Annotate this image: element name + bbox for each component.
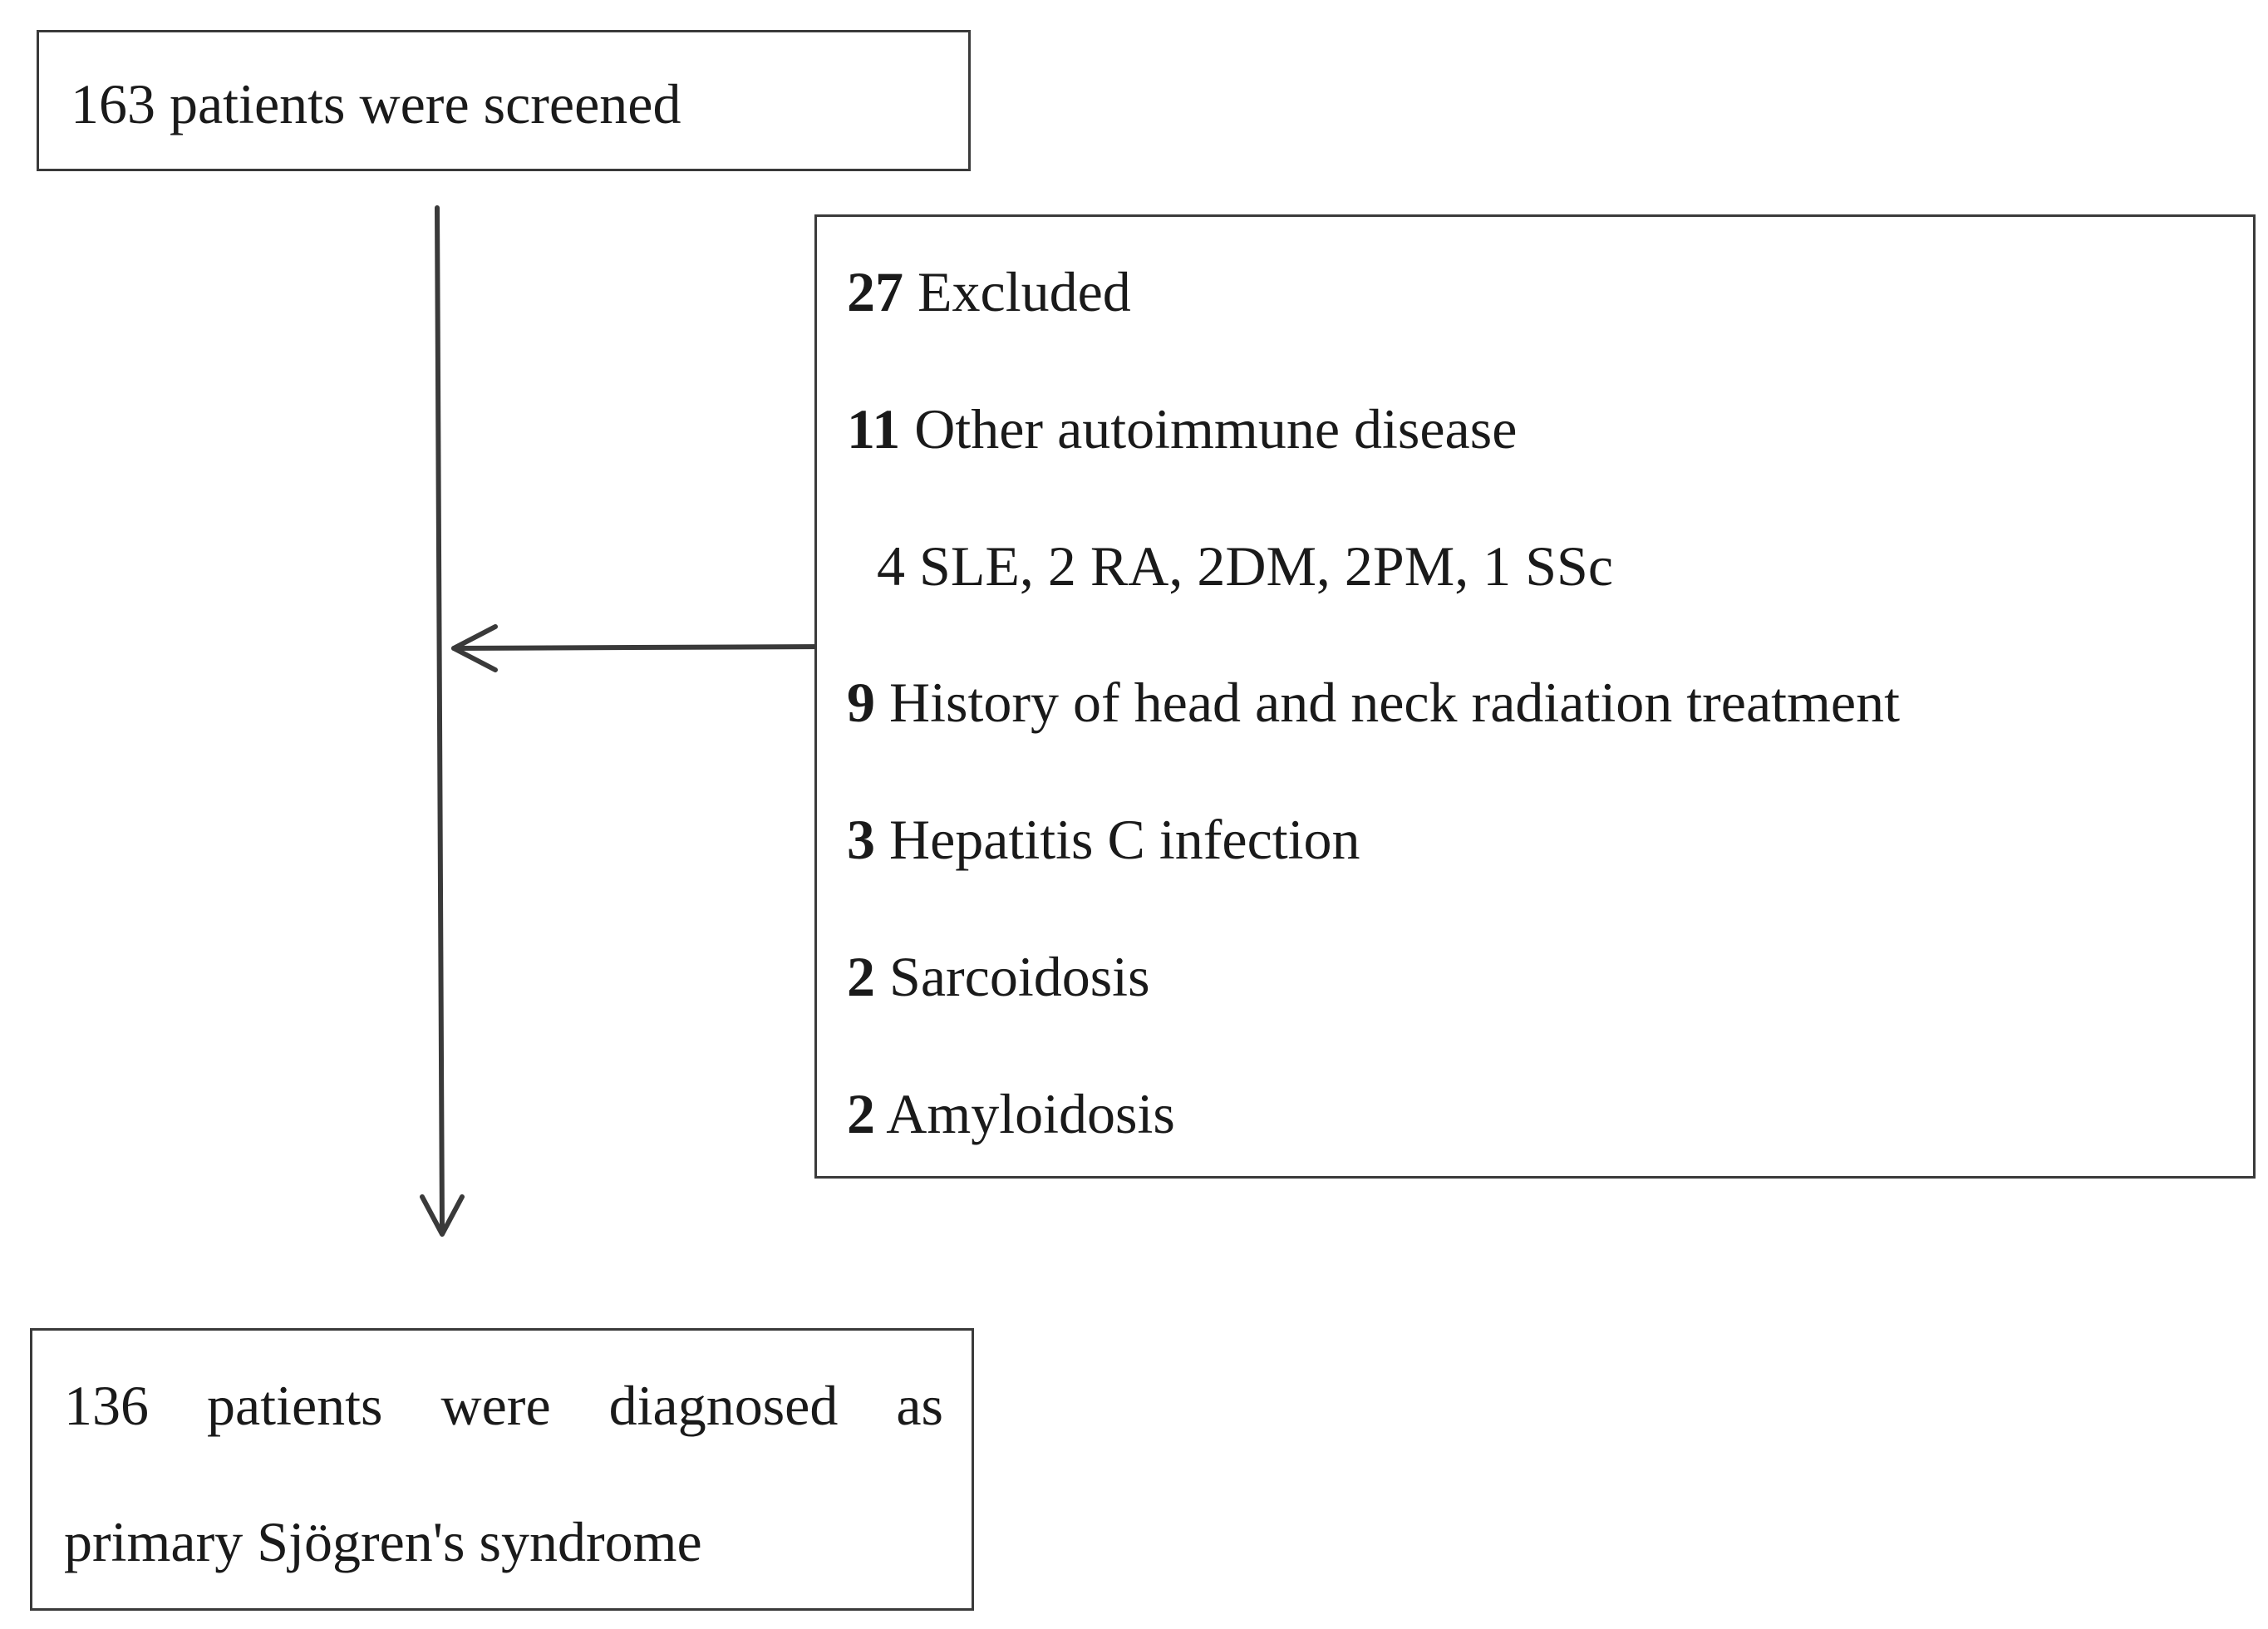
exclusion-box: 27 Excluded 11 Other autoimmune disease … <box>814 214 2256 1179</box>
exclusion-count: 11 <box>847 397 901 460</box>
exclusion-arrowhead <box>451 624 498 672</box>
exclusion-count: 2 <box>847 1082 875 1145</box>
exclusion-label: Sarcoidosis <box>889 945 1150 1008</box>
exclusion-label: Amyloidosis <box>886 1082 1175 1145</box>
exclusion-count: 2 <box>847 945 875 1008</box>
exclusion-item: 2 Amyloidosis <box>847 1085 1175 1142</box>
diagnosed-text-line2: primary Sjögren's syndrome <box>64 1510 702 1573</box>
exclusion-line <box>451 644 829 651</box>
screened-text: 163 patients were screened <box>71 72 681 135</box>
exclusion-item: 11 Other autoimmune disease <box>847 401 1517 457</box>
diagnosed-text-line1: 136 patients were diagnosed as <box>64 1374 943 1437</box>
exclusion-label: Hepatitis C infection <box>889 808 1360 871</box>
main-flow-arrowhead <box>420 1194 465 1237</box>
screened-box: 163 patients were screened <box>37 30 971 171</box>
main-flow-line <box>435 205 445 1233</box>
exclusion-subitem: 4 SLE, 2 RA, 2DM, 2PM, 1 SSc <box>877 538 1613 594</box>
exclusion-label: History of head and neck radiation treat… <box>889 671 1900 734</box>
exclusion-item: 9 History of head and neck radiation tre… <box>847 674 1900 731</box>
exclusion-count: 9 <box>847 671 875 734</box>
exclusion-item: 3 Hepatitis C infection <box>847 811 1360 868</box>
exclusion-label: 4 SLE, 2 RA, 2DM, 2PM, 1 SSc <box>877 534 1614 598</box>
exclusion-total: 27 Excluded <box>847 263 1131 320</box>
diagnosed-box: 136 patients were diagnosed as primary S… <box>30 1328 974 1611</box>
exclusion-count: 3 <box>847 808 875 871</box>
exclusion-label: Other autoimmune disease <box>914 397 1518 460</box>
exclusion-count: 27 <box>847 260 903 323</box>
exclusion-item: 2 Sarcoidosis <box>847 948 1150 1005</box>
exclusion-label: Excluded <box>918 260 1131 323</box>
